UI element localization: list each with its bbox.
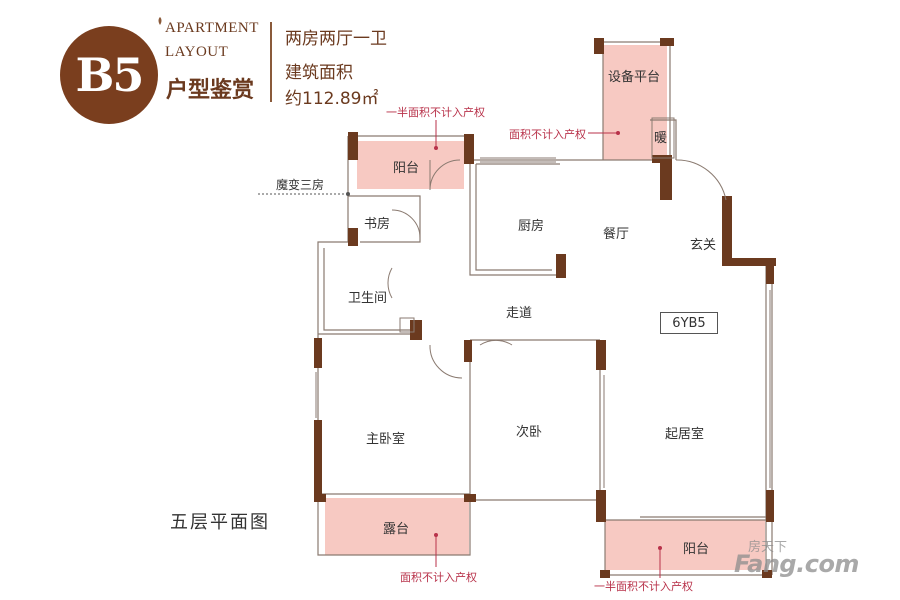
- bathroom-fixture: [399, 317, 415, 333]
- room-balcony-bottom: 阳台: [683, 542, 710, 557]
- layout-type: 两房两厅一卫: [285, 29, 387, 49]
- note-magic-three-rooms: 魔变三房: [276, 178, 325, 192]
- annotation-leaders: [435, 120, 661, 578]
- title-en-line2: LAYOUT: [165, 44, 229, 60]
- note-no-area-platform: 面积不计入产权: [509, 128, 586, 141]
- balcony-bottom-area: [605, 520, 765, 570]
- windows: [315, 157, 771, 488]
- thin-walls: [317, 41, 773, 576]
- room-dining: 餐厅: [603, 227, 630, 242]
- leaf-icon: [158, 17, 162, 25]
- watermark-line1: 房天下: [748, 540, 788, 555]
- room-living-room: 起居室: [665, 427, 705, 442]
- note-no-area-terrace: 面积不计入产权: [400, 571, 477, 584]
- room-bathroom: 卫生间: [348, 291, 388, 306]
- note-half-area-top: 一半面积不计入产权: [386, 106, 485, 119]
- room-balcony-top: 阳台: [393, 161, 420, 176]
- area-label: 建筑面积: [285, 63, 353, 83]
- room-study: 书房: [364, 217, 391, 232]
- note-half-area-bottom: 一半面积不计入产权: [594, 580, 693, 593]
- balcony-top-area: [357, 141, 464, 189]
- room-second-bedroom: 次卧: [516, 425, 543, 440]
- title-en-line1: APARTMENT: [165, 20, 259, 36]
- room-master-bedroom: 主卧室: [366, 432, 406, 447]
- layout-badge: B5: [60, 26, 158, 124]
- room-equipment-platform: 设备平台: [608, 70, 661, 85]
- badge-text: B5: [75, 48, 145, 102]
- title-cn: 户型鉴赏: [166, 78, 255, 103]
- room-terrace: 露台: [383, 522, 410, 537]
- room-corridor: 走道: [506, 306, 533, 321]
- floor-name: 五层平面图: [170, 512, 270, 533]
- header-divider: [270, 22, 272, 102]
- terrace-area: [325, 498, 469, 555]
- room-heating: 暖: [654, 131, 668, 146]
- door-swings: [387, 159, 727, 379]
- unit-code-box: 6YB5: [660, 312, 718, 334]
- area-value: 约112.89㎡: [285, 89, 379, 109]
- thick-walls: [314, 38, 776, 578]
- room-kitchen: 厨房: [518, 219, 545, 234]
- room-foyer: 玄关: [690, 238, 717, 253]
- equipment-platform-area: [603, 45, 667, 160]
- watermark-line2: Fang.com: [734, 550, 859, 578]
